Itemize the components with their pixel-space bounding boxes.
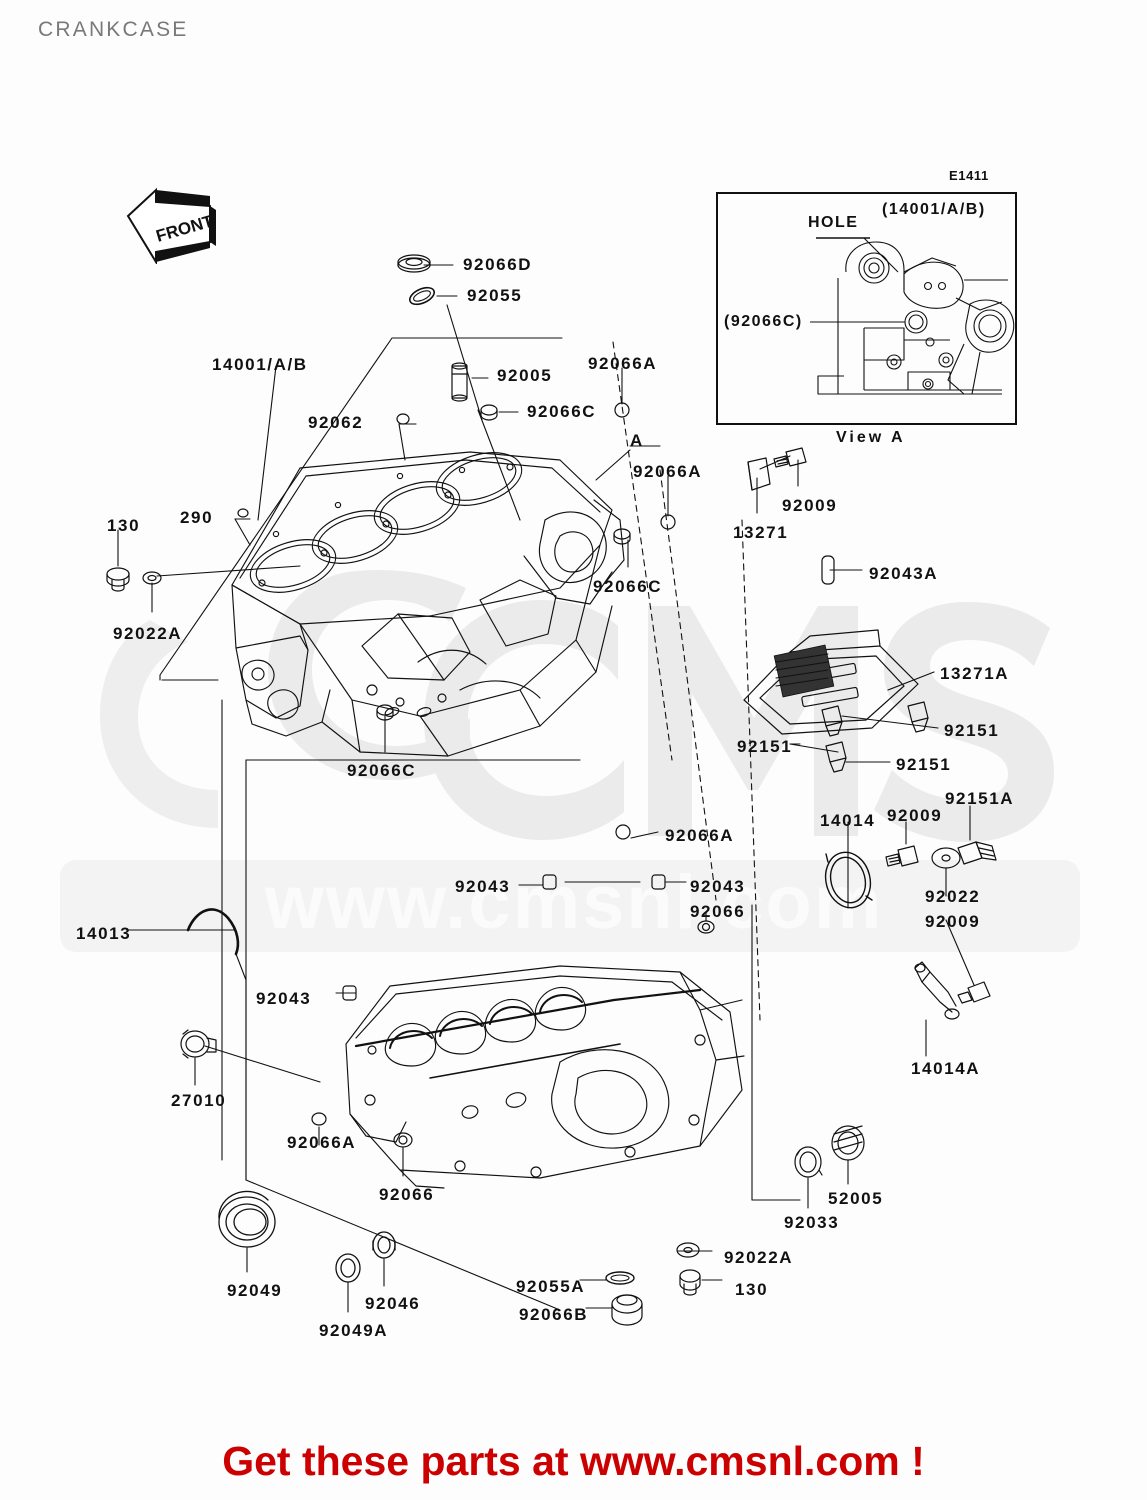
part-callout-92066c: 92066C <box>527 402 597 421</box>
part-callout-130: 130 <box>735 1280 769 1299</box>
part-callout-92066c: 92066C <box>347 761 417 780</box>
part-callout-92066a: 92066A <box>633 462 703 481</box>
part-callout-92033: 92033 <box>784 1213 840 1232</box>
part-callout-92062: 92062 <box>308 413 364 432</box>
part-callout-92043: 92043 <box>256 989 312 1008</box>
part-callout-92049: 92049 <box>227 1281 283 1300</box>
part-callout-92066a: 92066A <box>287 1133 357 1152</box>
part-callout-52005: 52005 <box>828 1189 884 1208</box>
footer-promo-text: Get these parts at www.cmsnl.com ! <box>222 1438 925 1484</box>
part-callout-92055a: 92055A <box>516 1277 586 1296</box>
part-callout-14014a: 14014A <box>911 1059 981 1078</box>
part-callout-92066: 92066 <box>690 902 746 921</box>
view-a-caption: View A <box>836 429 906 446</box>
front-arrow-icon: FRONT <box>126 187 216 264</box>
part-callout-92049a: 92049A <box>319 1321 389 1340</box>
part-callout-92066: 92066 <box>379 1185 435 1204</box>
part-callout-92022: 92022 <box>925 887 981 906</box>
part-callout-27010: 27010 <box>171 1091 227 1110</box>
part-callout-92066b: 92066B <box>519 1305 589 1324</box>
part-callout-14014: 14014 <box>820 811 876 830</box>
inset-label-hole: HOLE <box>808 214 859 231</box>
view-a-inset-box: HOLE (14001/A/B) (92066C) <box>716 192 1017 425</box>
part-callout-14001-a-b: 14001/A/B <box>212 355 308 374</box>
inset-code: E1411 <box>949 168 989 183</box>
part-callout-92043a: 92043A <box>869 564 939 583</box>
part-callout-92151: 92151 <box>737 737 793 756</box>
part-callout-92066d: 92066D <box>463 255 533 274</box>
part-callout-14013: 14013 <box>76 924 132 943</box>
part-callout-92066a: 92066A <box>665 826 735 845</box>
part-callout-92043: 92043 <box>455 877 511 896</box>
section-marker-a: A <box>630 431 644 450</box>
part-callout-290: 290 <box>180 508 214 527</box>
inset-label-assembly: (14001/A/B) <box>882 201 986 218</box>
part-callout-92022a: 92022A <box>724 1248 794 1267</box>
part-callout-92005: 92005 <box>497 366 553 385</box>
part-callout-92046: 92046 <box>365 1294 421 1313</box>
part-callout-130: 130 <box>107 516 141 535</box>
part-callout-13271: 13271 <box>733 523 789 542</box>
part-callout-92009: 92009 <box>887 806 943 825</box>
part-callout-92066a: 92066A <box>588 354 658 373</box>
part-callout-92009: 92009 <box>782 496 838 515</box>
part-callout-92151a: 92151A <box>945 789 1015 808</box>
part-callout-92043: 92043 <box>690 877 746 896</box>
part-callout-92066c: 92066C <box>593 577 663 596</box>
part-callout-92009: 92009 <box>925 912 981 931</box>
part-callout-92151: 92151 <box>896 755 952 774</box>
part-callout-92151: 92151 <box>944 721 1000 740</box>
part-callout-92055: 92055 <box>467 286 523 305</box>
part-callout-13271a: 13271A <box>940 664 1010 683</box>
page-title: CRANKCASE <box>38 18 189 41</box>
part-callout-92022a: 92022A <box>113 624 183 643</box>
inset-label-plug: (92066C) <box>724 313 803 330</box>
